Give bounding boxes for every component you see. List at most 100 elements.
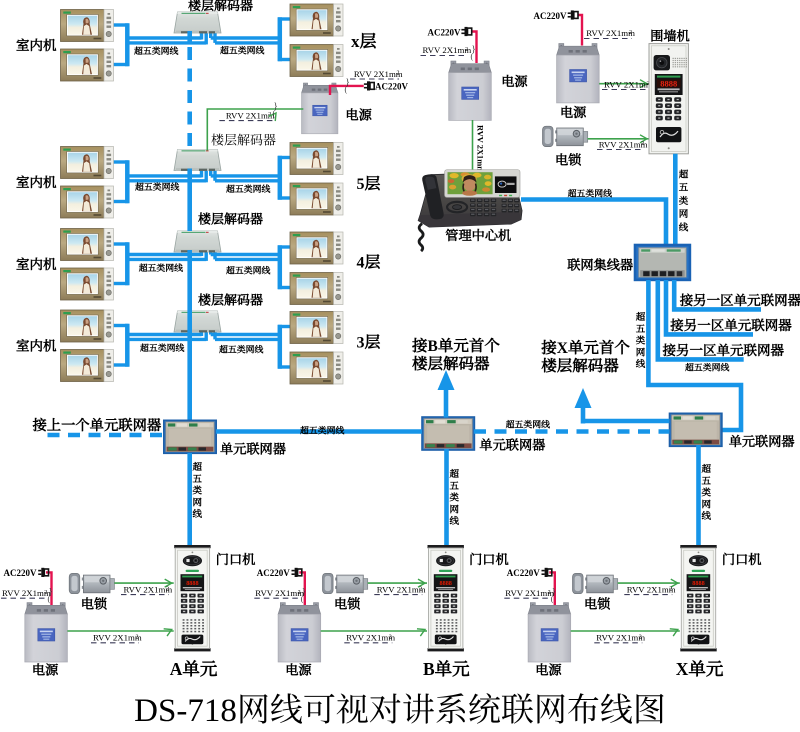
svg-text:接另一区单元联网器: 接另一区单元联网器 [662,339,785,359]
svg-text:RVV 2X1mm: RVV 2X1mm [505,586,554,599]
svg-text:类: 类 [193,483,203,497]
svg-text:五: 五 [450,478,460,492]
svg-text:门口机: 门口机 [216,549,256,568]
svg-text:联网集线器: 联网集线器 [567,254,634,273]
svg-text:线: 线 [636,356,646,370]
svg-text:类: 类 [450,490,460,504]
svg-text:室内机: 室内机 [16,253,57,273]
svg-text:线: 线 [702,508,712,522]
svg-text:(: ( [301,594,304,605]
svg-text:RVV 2X1mm: RVV 2X1mm [604,77,653,90]
svg-text:单元联网器: 单元联网器 [220,438,287,457]
svg-text:电源: 电源 [32,659,58,678]
svg-text:2: 2 [629,27,632,36]
svg-text:RVV 2X1mm: RVV 2X1mm [354,67,403,80]
svg-text:五: 五 [702,473,712,487]
svg-text:楼层解码器: 楼层解码器 [412,352,490,374]
svg-text:围墙机: 围墙机 [650,26,690,45]
svg-text:(: ( [48,594,51,605]
svg-text:接X单元首个: 接X单元首个 [540,336,630,358]
svg-text:接另一区单元联网器: 接另一区单元联网器 [679,289,800,309]
svg-text:AC220V: AC220V [534,9,567,22]
svg-text:5层: 5层 [357,171,381,194]
svg-text:2: 2 [548,587,551,596]
svg-text:(: ( [345,84,348,95]
svg-text:2: 2 [465,44,468,53]
svg-text:2: 2 [298,587,301,596]
svg-text:楼层解码器: 楼层解码器 [211,130,276,149]
svg-text:楼层解码器: 楼层解码器 [198,209,263,228]
svg-text:RVV 2X1mm: RVV 2X1mm [124,583,173,596]
svg-text:接另一区单元联网器: 接另一区单元联网器 [669,314,792,334]
svg-text:2: 2 [389,631,392,640]
svg-text:RVV 2X1mm: RVV 2X1mm [346,631,395,644]
svg-text:楼层解码器: 楼层解码器 [188,0,253,14]
svg-text:接上一个单元联网器: 接上一个单元联网器 [32,415,162,435]
svg-text:楼层解码器: 楼层解码器 [541,354,619,376]
svg-text:X单元: X单元 [676,656,724,681]
svg-text:x层: x层 [351,27,377,52]
svg-text:线: 线 [450,513,460,527]
svg-text:楼层解码器: 楼层解码器 [198,290,263,309]
svg-text:RVV 2X1mm: RVV 2X1mm [586,26,635,39]
svg-text:五: 五 [679,180,689,194]
svg-text:门口机: 门口机 [722,549,762,568]
svg-text:网: 网 [702,496,712,510]
svg-text:AC220V: AC220V [428,26,461,39]
svg-text:2: 2 [397,68,400,77]
svg-text:电源: 电源 [560,102,586,121]
svg-text:RVV 2X1mm: RVV 2X1mm [596,631,645,644]
svg-text:类: 类 [702,485,712,499]
svg-text:4层: 4层 [357,250,381,273]
svg-text:线: 线 [679,219,689,233]
svg-text:2: 2 [166,583,169,592]
svg-text:2: 2 [136,631,139,640]
svg-text:(: ( [471,51,474,62]
svg-text:网: 网 [193,494,203,508]
svg-text:RVV 2X1mm: RVV 2X1mm [2,586,51,599]
svg-text:电锁: 电锁 [81,594,107,613]
svg-text:RVV 2X1mm: RVV 2X1mm [255,586,304,599]
svg-text:超五类网线: 超五类网线 [135,180,179,193]
svg-text:超五类网线: 超五类网线 [568,187,612,200]
svg-text:}: } [472,42,476,55]
svg-text:2: 2 [419,583,422,592]
svg-text:}: } [274,99,278,112]
svg-text:超五类网线: 超五类网线 [134,44,178,57]
svg-text:2: 2 [639,631,642,640]
svg-text:RVV 2X1mm: RVV 2X1mm [627,583,676,596]
svg-text:电锁: 电锁 [334,594,360,613]
svg-text:门口机: 门口机 [469,549,509,568]
svg-text:RVV 2X1mm: RVV 2X1mm [377,583,426,596]
svg-text:类: 类 [679,193,689,207]
svg-text:2: 2 [268,109,271,118]
svg-text:RVV 2X1mm: RVV 2X1mm [423,43,472,56]
svg-text:网: 网 [679,206,689,220]
svg-text:单元联网器: 单元联网器 [479,434,546,453]
svg-text:RVV 2X1mm: RVV 2X1mm [226,108,275,121]
svg-text:2: 2 [641,138,644,147]
svg-text:电源: 电源 [285,659,311,678]
svg-text:超: 超 [636,309,646,323]
svg-text:超五类网线: 超五类网线 [226,182,270,195]
svg-text:DS-718网线可视对讲系统联网布线图: DS-718网线可视对讲系统联网布线图 [134,684,666,731]
svg-text:五: 五 [636,321,646,335]
svg-text:接B单元首个: 接B单元首个 [411,334,500,356]
svg-text:超五类网线: 超五类网线 [226,264,270,277]
svg-text:2: 2 [669,583,672,592]
svg-text:电锁: 电锁 [555,150,581,169]
svg-text:超五类网线: 超五类网线 [220,44,264,57]
svg-text:五: 五 [193,471,203,485]
svg-text:超: 超 [679,167,689,181]
svg-text:电锁: 电锁 [584,594,610,613]
svg-text:超五类网线: 超五类网线 [300,424,344,437]
svg-text:AC220V: AC220V [507,566,540,579]
svg-text:A单元: A单元 [170,656,218,681]
svg-text:(: ( [273,108,276,119]
svg-text:超五类网线: 超五类网线 [139,261,183,274]
svg-text:AC220V: AC220V [257,566,290,579]
svg-text:}: } [302,585,306,598]
svg-text:3层: 3层 [357,330,381,353]
svg-text:2: 2 [44,587,47,596]
svg-text:8888: 8888 [660,77,677,89]
